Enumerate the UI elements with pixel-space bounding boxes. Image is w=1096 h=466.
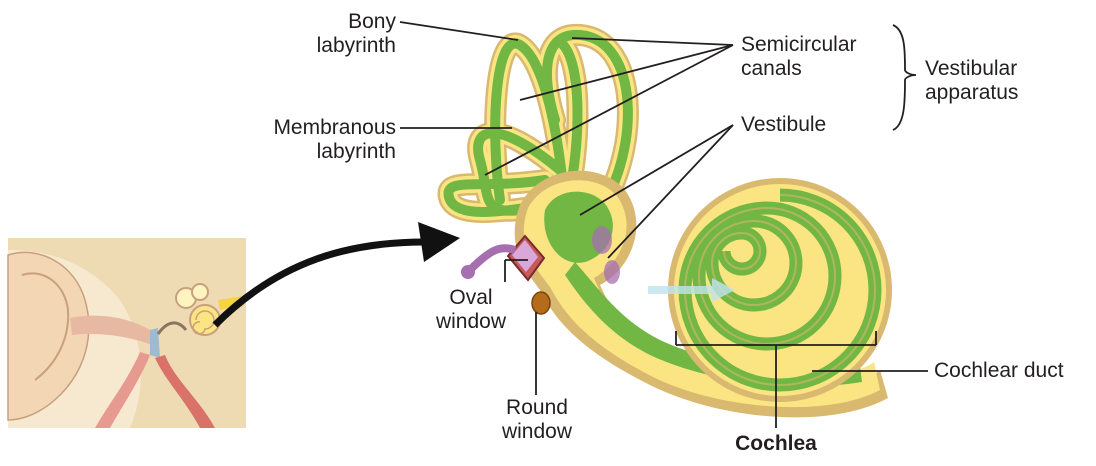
stapes	[470, 248, 515, 270]
label-vestibular-apparatus-line2: apparatus	[925, 81, 1018, 105]
label-bony-labyrinth-line2: labyrinth	[300, 34, 396, 58]
ear-inset	[8, 238, 246, 428]
label-vestibule: Vestibule	[741, 113, 826, 137]
label-membranous-labyrinth: Membranous labyrinth	[230, 116, 396, 164]
arrow-shaft	[215, 242, 425, 325]
label-round-window-line1: Round	[492, 396, 582, 420]
saccule-patch-b	[604, 260, 620, 284]
leader-vestibule-1	[580, 125, 733, 215]
label-round-window: Round window	[492, 396, 582, 444]
label-semicircular-canals-line1: Semicircular	[741, 33, 857, 57]
label-bony-labyrinth: Bony labyrinth	[300, 10, 396, 58]
saccule-patch-a	[592, 226, 612, 254]
label-vestibular-apparatus-line1: Vestibular	[925, 57, 1018, 81]
label-vestibular-apparatus: Vestibular apparatus	[925, 57, 1018, 105]
arrow-head	[418, 222, 460, 262]
inner-ear	[448, 35, 892, 418]
label-cochlea: Cochlea	[716, 432, 836, 456]
inset-canal-b	[192, 284, 208, 300]
vestibular-brace	[893, 25, 916, 130]
round-window	[532, 292, 550, 314]
label-oval-window-line2: window	[430, 310, 512, 334]
leader-bony-labyrinth	[400, 22, 518, 40]
label-semicircular-canals: Semicircular canals	[741, 33, 857, 81]
label-oval-window: Oval window	[430, 286, 512, 334]
label-round-window-line2: window	[492, 420, 582, 444]
label-bony-labyrinth-line1: Bony	[300, 10, 396, 34]
label-membranous-labyrinth-line2: labyrinth	[230, 140, 396, 164]
stapes-head	[461, 265, 475, 279]
label-membranous-labyrinth-line1: Membranous	[230, 116, 396, 140]
magnify-arrow	[215, 222, 460, 325]
label-oval-window-line1: Oval	[430, 286, 512, 310]
label-semicircular-canals-line2: canals	[741, 57, 857, 81]
label-cochlear-duct: Cochlear duct	[934, 359, 1064, 383]
